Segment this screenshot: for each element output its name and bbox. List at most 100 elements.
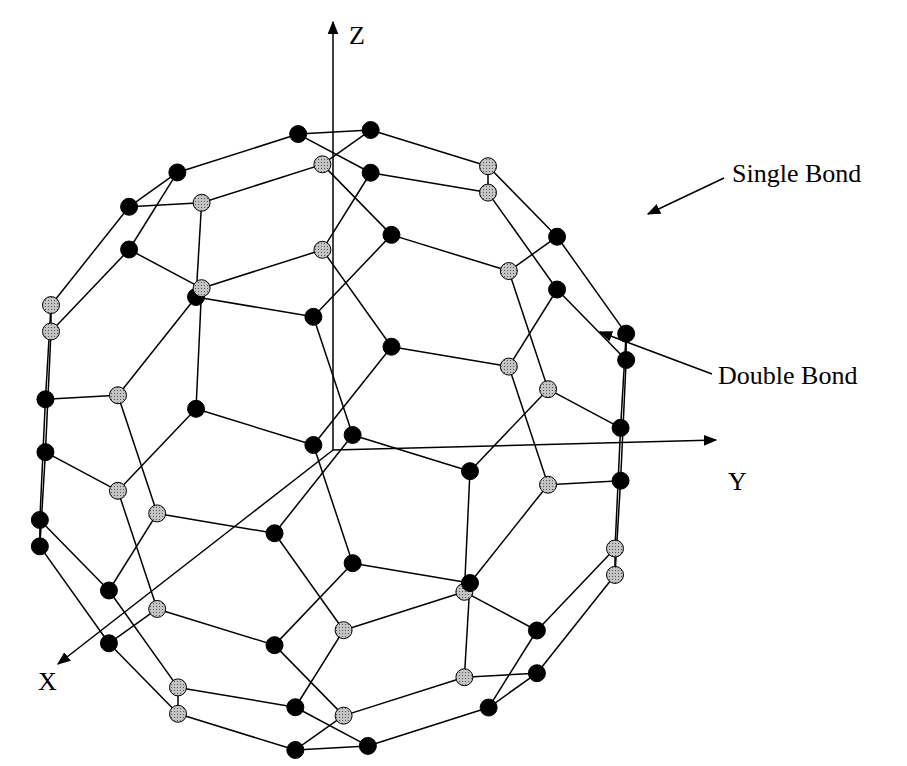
carbon-atom [31, 511, 48, 528]
carbon-atom [100, 582, 117, 599]
single-bond [275, 645, 344, 716]
shaded-atom [169, 705, 186, 722]
carbon-atom [528, 665, 545, 682]
carbon-atom [37, 391, 54, 408]
carbon-atom [528, 622, 545, 639]
double-bond [118, 409, 196, 491]
single-bond [275, 563, 353, 645]
double-bond [391, 235, 508, 271]
carbon-atom [549, 281, 566, 298]
shaded-atom [500, 263, 517, 280]
double-bond [109, 590, 178, 687]
shaded-atom [500, 358, 517, 375]
single-bond [344, 677, 465, 715]
double-bond [129, 250, 202, 289]
carbon-atom [612, 419, 629, 436]
single-bond [353, 563, 470, 583]
single-bond [344, 592, 465, 630]
single-bond [371, 130, 488, 166]
carbon-atom [266, 525, 283, 542]
single-bond [313, 235, 391, 317]
single-bond [178, 687, 295, 707]
single-bond [40, 546, 109, 643]
carbon-atom [287, 699, 304, 716]
carbon-atom [618, 352, 635, 369]
single-bond [45, 452, 118, 491]
double-bond [488, 166, 557, 237]
single-bond [295, 707, 368, 746]
double-bond [313, 445, 352, 563]
carbon-atom [383, 226, 400, 243]
carbon-atom [362, 164, 379, 181]
double-bond [615, 481, 621, 575]
single-bond [557, 290, 626, 361]
single-bond [295, 746, 368, 750]
double-bond [391, 347, 508, 367]
carbon-atom [31, 538, 48, 555]
single-bond [464, 471, 470, 592]
carbon-atom [100, 635, 117, 652]
carbon-atom [287, 741, 304, 758]
double-bond [157, 513, 274, 533]
axis-label: Z [347, 22, 367, 50]
shaded-atom [42, 323, 59, 340]
leader-line [600, 332, 712, 374]
shaded-atom [540, 476, 557, 493]
carbon-atom [461, 575, 478, 592]
single-bond [40, 452, 46, 546]
y-axis [333, 440, 716, 450]
double-bond [464, 673, 537, 677]
carbon-atom [169, 164, 186, 181]
double-bond [109, 643, 178, 714]
carbon-atom [612, 472, 629, 489]
carbon-atom [383, 338, 400, 355]
single-bond [202, 164, 323, 202]
shaded-atom [109, 387, 126, 404]
x-axis [58, 450, 333, 664]
single-bond [196, 297, 313, 317]
single-bond [51, 250, 129, 332]
single-bond [509, 290, 557, 367]
carbon-atom [305, 437, 322, 454]
axis-label: X [36, 668, 59, 696]
leader-lines [600, 178, 724, 374]
shaded-atom [149, 600, 166, 617]
single-bond [109, 513, 157, 590]
carbon-atom [344, 555, 361, 572]
carbon-atom [362, 122, 379, 139]
carbon-atom [359, 737, 376, 754]
z-axis [332, 22, 334, 450]
carbon-atom [549, 228, 566, 245]
double-bond [464, 592, 537, 631]
shaded-atom [607, 540, 624, 557]
single-bond [275, 533, 344, 630]
carbon-atom [188, 400, 205, 417]
carbon-atom [461, 463, 478, 480]
callout-label: Single Bond [730, 160, 863, 188]
double-bond [177, 134, 298, 172]
single-bond [298, 130, 371, 134]
carbon-atom [266, 637, 283, 654]
single-bond [45, 395, 118, 399]
carbon-atom [344, 426, 361, 443]
single-bond [371, 173, 488, 193]
carbon-atom [37, 444, 54, 461]
double-bond [488, 193, 557, 290]
shaded-atom [109, 482, 126, 499]
double-bond [368, 708, 489, 746]
double-bond [129, 203, 202, 207]
double-bond [322, 173, 370, 250]
single-bond [353, 435, 470, 471]
carbon-atom [480, 699, 497, 716]
single-bond [40, 520, 109, 591]
double-bond [470, 485, 548, 583]
leader-line [648, 178, 724, 214]
carbon-atom [121, 241, 138, 258]
single-bond [537, 575, 615, 673]
shaded-atom [314, 156, 331, 173]
shaded-atom [193, 194, 210, 211]
shaded-atom [456, 669, 473, 686]
double-bond [295, 630, 343, 707]
shaded-atom [42, 297, 59, 314]
